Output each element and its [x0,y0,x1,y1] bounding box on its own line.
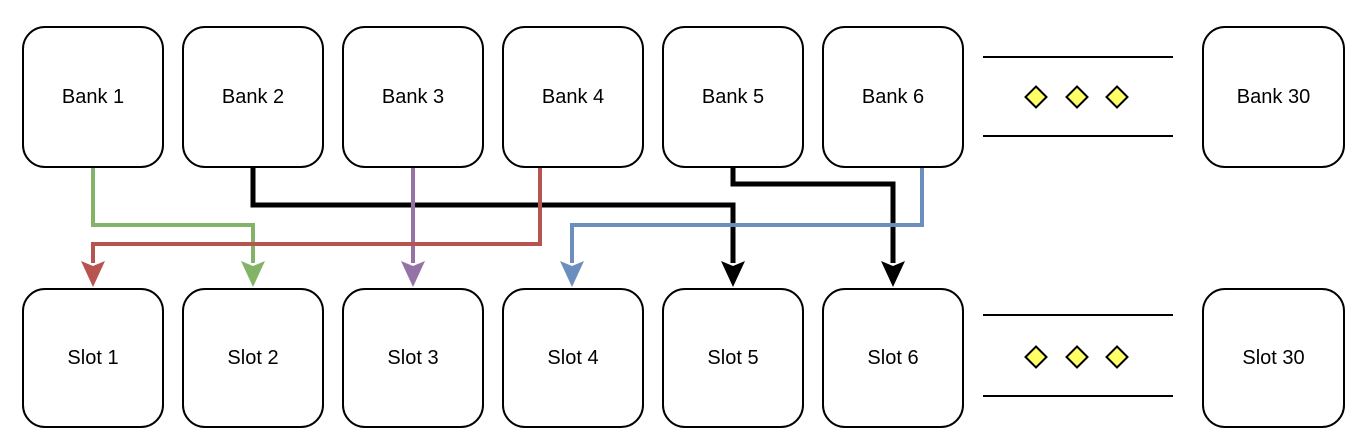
node-bank-5: Bank 5 [662,26,804,168]
edge-bank-3-to-slot-3 [401,167,425,287]
edge-bank-4-to-slot-1 [81,168,542,287]
ellipsis-diamond-icon [1065,345,1089,369]
edge-bank-6-to-slot-4 [560,167,924,287]
node-bank-30: Bank 30 [1202,26,1345,168]
slot-box [822,288,964,428]
arrowhead-icon [81,261,105,287]
node-bank-1: Bank 1 [22,26,164,168]
bank-box [182,26,324,168]
slots-ellipsis [983,314,1173,397]
ellipsis-diamond-icon [1024,85,1048,109]
ellipsis-diamond-icon [1065,85,1089,109]
bank-label: Bank 30 [1237,86,1310,108]
bank-label: Bank 2 [222,86,284,108]
bank-label: Bank 5 [702,86,764,108]
slot-label: Slot 30 [1242,347,1304,369]
bank-box [342,26,484,168]
arrowhead-icon [881,261,905,287]
node-slot-3: Slot 3 [342,288,484,428]
bank-box [502,26,644,168]
slot-label: Slot 4 [547,347,598,369]
edge-line [250,167,736,263]
slot-box [22,288,164,428]
ellipsis-diamond-icon [1105,85,1129,109]
ellipsis-diamond-icon [1024,345,1048,369]
node-slot-5: Slot 5 [662,288,804,428]
edge-line [570,167,924,263]
slot-box [662,288,804,428]
node-slot-6: Slot 6 [822,288,964,428]
edge-bank-2-to-slot-5 [250,167,745,287]
arrowhead-icon [401,261,425,287]
arrowhead-icon [560,261,584,287]
edge-line [730,167,896,263]
bank-label: Bank 1 [62,86,124,108]
banks-ellipsis [983,56,1173,137]
slot-label: Slot 5 [707,347,758,369]
node-slot-1: Slot 1 [22,288,164,428]
slot-label: Slot 2 [227,347,278,369]
edge-bank-1-to-slot-2 [91,167,265,287]
slot-box [342,288,484,428]
bank-box [22,26,164,168]
arrowhead-icon [241,261,265,287]
node-bank-4: Bank 4 [502,26,644,168]
slot-box [182,288,324,428]
edge-line [91,167,255,263]
ellipsis-diamond-icon [1105,345,1129,369]
bank-label: Bank 3 [382,86,444,108]
node-bank-2: Bank 2 [182,26,324,168]
edge-line [91,168,542,263]
bank-box [1202,26,1345,168]
node-slot-2: Slot 2 [182,288,324,428]
slot-box [502,288,644,428]
slot-label: Slot 6 [867,347,918,369]
bank-box [822,26,964,168]
node-bank-3: Bank 3 [342,26,484,168]
slot-label: Slot 1 [67,347,118,369]
arrowhead-icon [721,261,745,287]
slot-label: Slot 3 [387,347,438,369]
bank-label: Bank 6 [862,86,924,108]
node-bank-6: Bank 6 [822,26,964,168]
bank-label: Bank 4 [542,86,604,108]
node-slot-30: Slot 30 [1202,288,1345,428]
slot-box [1202,288,1345,428]
node-slot-4: Slot 4 [502,288,644,428]
bank-box [662,26,804,168]
